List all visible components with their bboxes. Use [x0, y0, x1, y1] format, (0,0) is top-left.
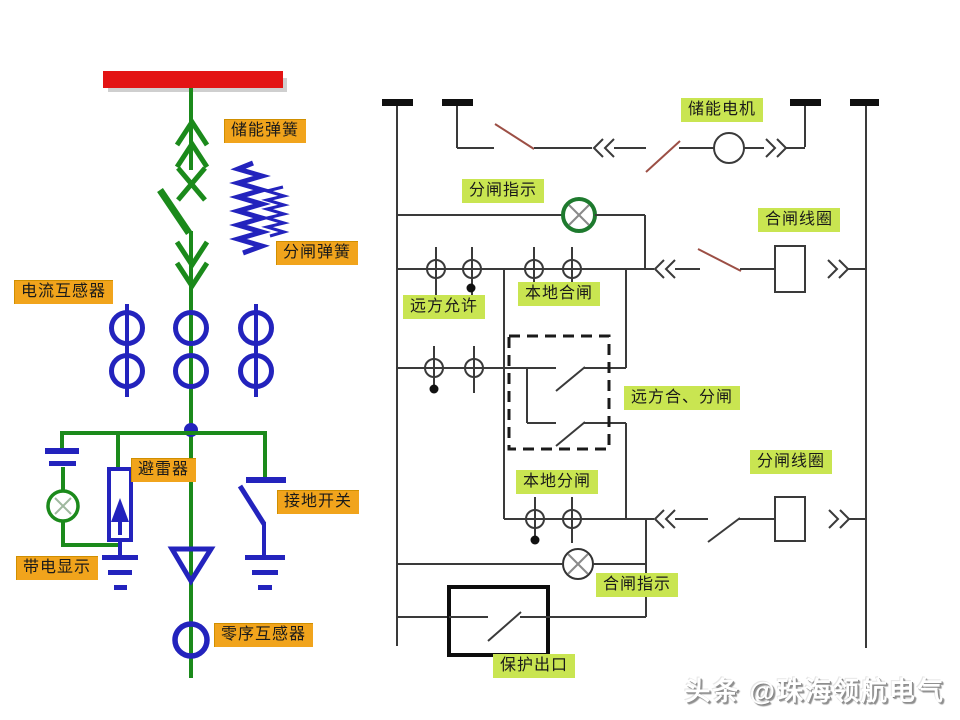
zero-sequence-ct-symbol	[172, 621, 210, 659]
label-remote-permit: 远方允许	[403, 295, 486, 320]
circuit-breaker-symbol	[157, 117, 210, 291]
label-opening-coil: 分闸线圈	[750, 450, 833, 475]
label-remote-close-open: 远方合、分闸	[624, 386, 741, 411]
label-closing-indicator: 合闸指示	[596, 573, 679, 598]
label-current-transformer: 电流互感器	[14, 280, 114, 305]
plug-chevron-left	[653, 509, 676, 529]
label-opening-spring: 分闸弹簧	[276, 241, 359, 266]
label-live-display: 带电显示	[16, 556, 99, 581]
delta-symbol	[167, 546, 216, 586]
ground-symbol-arrester	[102, 555, 138, 590]
opening-row	[504, 496, 866, 545]
label-local-closing: 本地合闸	[518, 282, 601, 307]
earthing-switch-symbol	[237, 477, 286, 556]
plug-chevron-right	[828, 509, 851, 529]
opening-spring-symbol	[261, 185, 290, 238]
protection-outlet-box	[447, 585, 550, 657]
lightning-arrester-symbol	[107, 467, 133, 556]
capacitor-symbol	[45, 448, 79, 466]
control-busbars	[382, 99, 879, 106]
current-transformer-symbol	[109, 304, 274, 397]
motor-row	[457, 123, 805, 173]
selector-contacts-remote	[424, 346, 484, 394]
opening-indicator-lamp	[561, 197, 597, 233]
closing-indicator-lamp	[562, 548, 594, 580]
plug-chevron-left	[592, 138, 615, 158]
label-zero-sequence-ct: 零序互感器	[214, 623, 314, 648]
motor-symbol	[713, 132, 745, 164]
busbar-red	[103, 71, 287, 92]
plug-chevron-left	[653, 259, 676, 279]
remote-switch-dashed-box	[507, 334, 611, 451]
closing-row	[397, 245, 866, 295]
selector-contacts-opening	[525, 497, 582, 545]
live-display-lamp-symbol	[46, 489, 80, 523]
label-protection-outlet: 保护出口	[493, 654, 576, 679]
ground-symbol-earthing-switch	[245, 555, 285, 590]
label-closing-coil: 合闸线圈	[758, 208, 841, 233]
label-energy-storage-motor: 储能电机	[681, 98, 764, 123]
protection-outlet-row	[397, 585, 646, 657]
opening-coil-symbol	[774, 496, 806, 542]
label-lightning-arrester: 避雷器	[131, 458, 197, 483]
watermark: 头条 @珠海领航电气	[684, 676, 945, 706]
energy-storage-spring-symbol	[229, 160, 271, 256]
primary-single-line-diagram	[45, 71, 290, 678]
closing-coil-symbol	[774, 245, 806, 293]
label-local-opening: 本地分闸	[516, 470, 599, 495]
label-energy-storage-spring: 储能弹簧	[224, 119, 307, 144]
branch-lines	[60, 431, 267, 547]
label-earthing-switch: 接地开关	[277, 490, 360, 515]
remote-row	[397, 334, 626, 451]
label-opening-indicator: 分闸指示	[462, 179, 545, 204]
plug-chevron-right	[765, 138, 788, 158]
opening-indicator-row	[397, 197, 646, 269]
control-circuit	[382, 99, 879, 657]
plug-chevron-right	[827, 259, 850, 279]
closing-indicator-row	[397, 548, 646, 580]
